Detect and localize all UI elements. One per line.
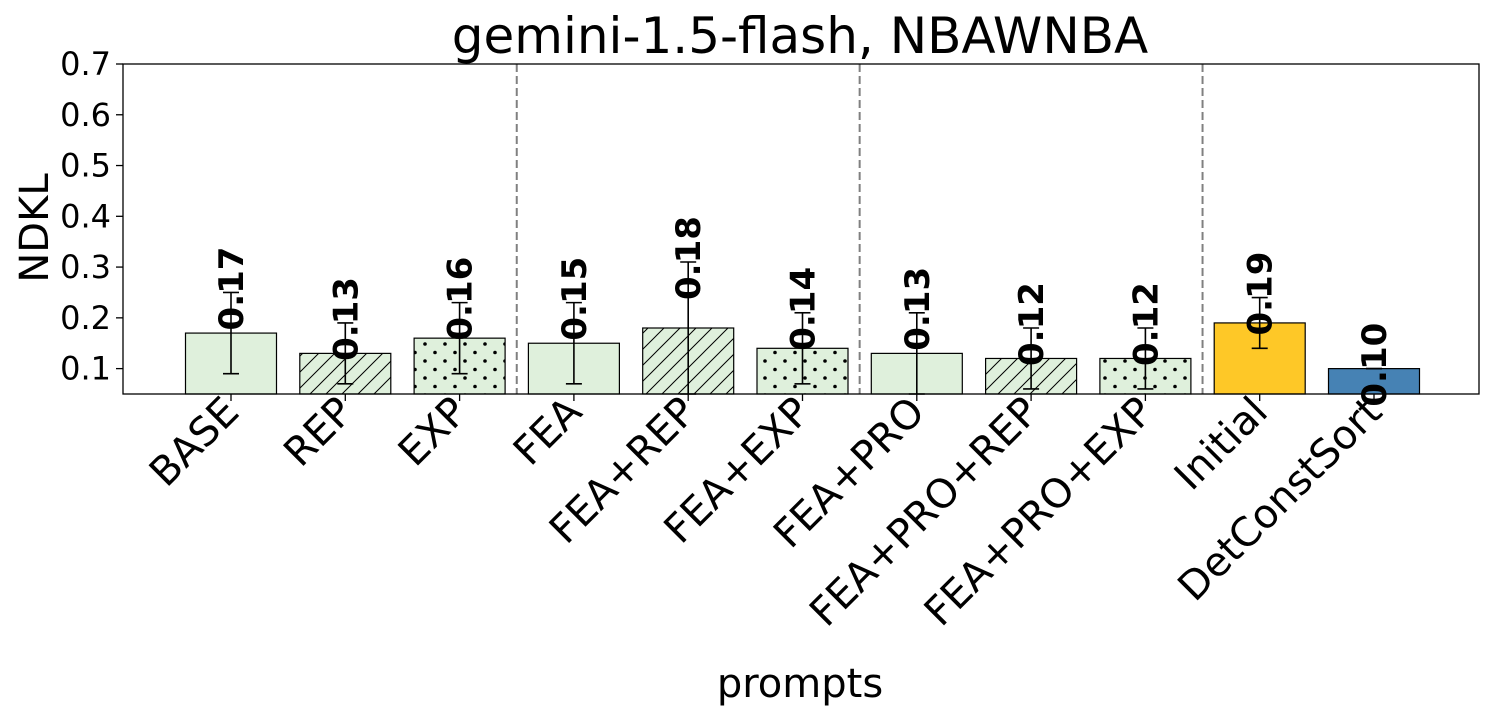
x-tick-label-3: FEA (505, 388, 591, 474)
value-label-5: 0.14 (784, 267, 824, 351)
x-tick-label-9: Initial (1166, 389, 1277, 500)
y-tick-label-5: 0.6 (60, 96, 111, 134)
value-label-4: 0.18 (669, 216, 709, 300)
value-label-7: 0.12 (1012, 282, 1052, 366)
y-axis-label: NDKL (12, 173, 58, 283)
y-tick-label-2: 0.3 (60, 248, 111, 286)
axes-frame (122, 63, 1480, 395)
value-label-1: 0.13 (326, 277, 366, 361)
chart-title: gemini-1.5-flash, NBAWNBA (452, 7, 1148, 65)
x-axis-label: prompts (717, 661, 883, 707)
value-label-0: 0.17 (212, 247, 252, 331)
x-tick-label-1: REP (275, 389, 362, 476)
value-label-6: 0.13 (898, 267, 938, 351)
value-label-3: 0.15 (555, 257, 595, 341)
y-tick-label-6: 0.7 (60, 45, 111, 83)
y-tick-label-1: 0.2 (60, 299, 111, 337)
x-tick-label-0: BASE (141, 389, 248, 496)
value-label-8: 0.12 (1126, 282, 1166, 366)
y-tick-label-4: 0.5 (60, 147, 111, 185)
x-tick-label-2: EXP (390, 389, 477, 476)
value-label-10: 0.10 (1355, 323, 1395, 407)
y-tick-label-3: 0.4 (60, 197, 111, 235)
value-label-9: 0.19 (1241, 252, 1281, 336)
plot-area: 0.17 0.13 0.16 0.15 0.18 0.14 0.13 0.12 0.12 0.19… (60, 45, 1480, 636)
value-label-2: 0.16 (441, 257, 481, 341)
y-tick-label-0: 0.1 (60, 350, 111, 388)
bar-10 (1327, 368, 1421, 395)
x-tick-label-10: DetConstSort (1169, 389, 1391, 611)
